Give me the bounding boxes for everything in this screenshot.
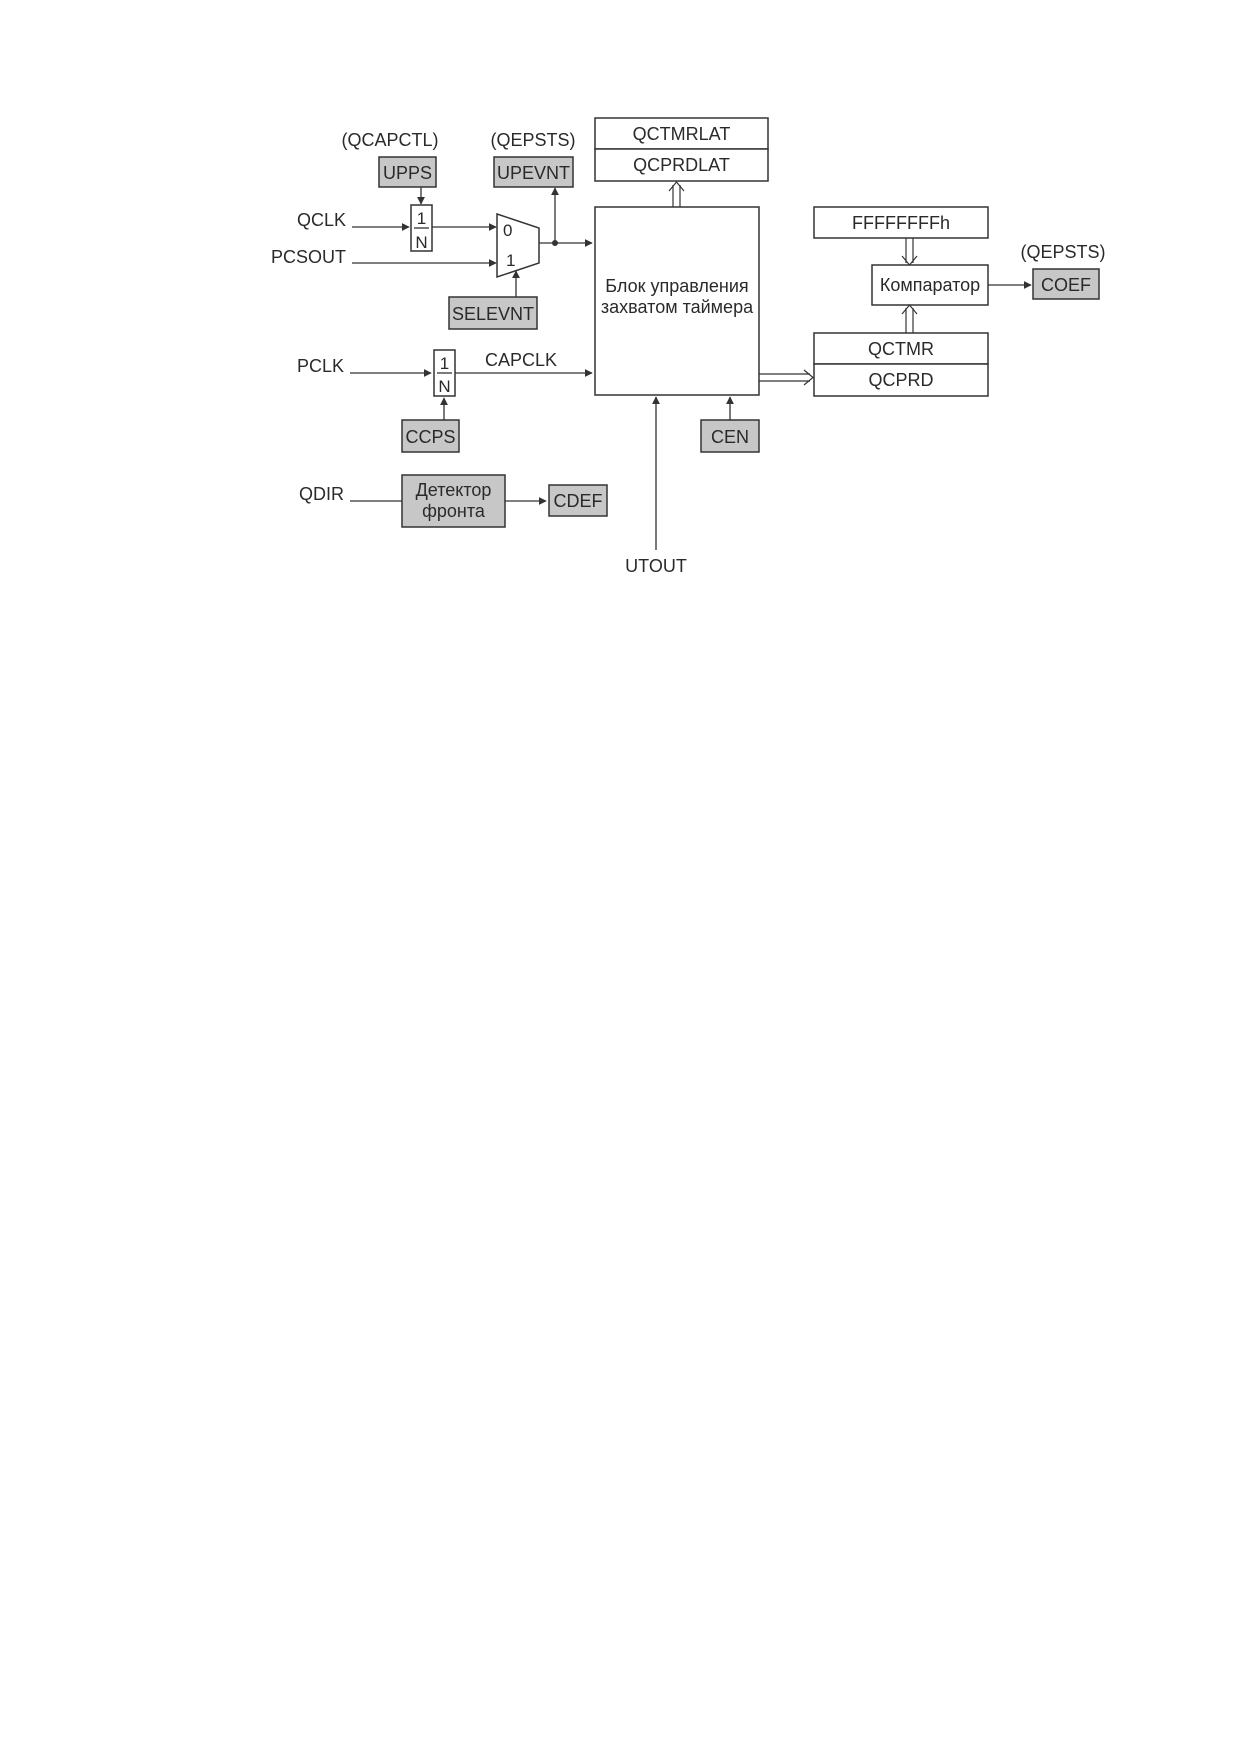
comparator-block: Компаратор <box>871 264 989 306</box>
ccps-label: CCPS <box>405 427 455 447</box>
cen-label: CEN <box>711 427 749 447</box>
ccps-field: CCPS <box>401 419 460 453</box>
qepsts-register-title-upevnt: (QEPSTS) <box>490 130 575 150</box>
upps-field: UPPS <box>378 156 437 188</box>
qclk-divider-denominator: N <box>415 233 427 252</box>
pclk-signal-label: PCLK <box>297 356 344 376</box>
qcprdlat-label: QCPRDLAT <box>633 155 730 175</box>
edge-detector-label-line1: Детектор <box>416 480 492 500</box>
pclk-divider-denominator: N <box>438 377 450 396</box>
edge-detector-label-line2: фронта <box>422 501 486 521</box>
mux-input-1-label: 1 <box>506 251 515 270</box>
qclk-divider-numerator: 1 <box>417 209 426 228</box>
qctmrlat-label: QCTMRLAT <box>633 124 731 144</box>
upevnt-field: UPEVNT <box>493 156 574 188</box>
capture-control-label-line2: захватом таймера <box>601 297 754 317</box>
selevnt-field: SELEVNT <box>448 296 538 330</box>
pcsout-signal-label: PCSOUT <box>271 247 346 267</box>
comparator-label: Компаратор <box>880 275 980 295</box>
qclk-signal-label: QCLK <box>297 210 346 230</box>
counter-to-comparator-bus <box>901 304 918 333</box>
max-value-register: FFFFFFFFh <box>813 206 989 239</box>
mux-input-0-label: 0 <box>503 221 512 240</box>
qcapctl-register-title: (QCAPCTL) <box>341 130 438 150</box>
pclk-divider-numerator: 1 <box>440 354 449 373</box>
coef-field: COEF <box>1032 268 1100 300</box>
coef-label: COEF <box>1041 275 1091 295</box>
utout-signal-label: UTOUT <box>625 556 687 576</box>
latch-bus-arrow <box>668 181 685 207</box>
upevnt-label: UPEVNT <box>497 163 570 183</box>
qcprdlat-register: QCPRDLAT <box>594 148 769 182</box>
qepsts-register-title-coef: (QEPSTS) <box>1020 242 1105 262</box>
qcprd-label: QCPRD <box>868 370 933 390</box>
qclk-prescaler-divider: 1 N <box>410 204 433 252</box>
cdef-field: CDEF <box>548 484 608 517</box>
cen-field: CEN <box>700 419 760 453</box>
selevnt-label: SELEVNT <box>452 304 534 324</box>
capture-control-label-line1: Блок управления <box>605 276 748 296</box>
event-select-mux: 0 1 <box>496 212 540 279</box>
upps-label: UPPS <box>383 163 432 183</box>
qctmr-register: QCTMR <box>813 332 989 365</box>
qcprd-register: QCPRD <box>813 363 989 397</box>
capclk-signal-label: CAPCLK <box>485 350 557 370</box>
max-value-label: FFFFFFFFh <box>852 213 950 233</box>
qctmrlat-register: QCTMRLAT <box>594 117 769 150</box>
capture-control-block: Блок управления захватом таймера <box>594 206 760 396</box>
max-to-comparator-bus <box>901 238 918 266</box>
block-to-counter-bus <box>759 369 814 386</box>
cdef-label: CDEF <box>554 491 603 511</box>
qdir-signal-label: QDIR <box>299 484 344 504</box>
qctmr-label: QCTMR <box>868 339 934 359</box>
pclk-prescaler-divider: 1 N <box>433 349 456 397</box>
edge-detector-block: Детектор фронта <box>401 474 506 528</box>
